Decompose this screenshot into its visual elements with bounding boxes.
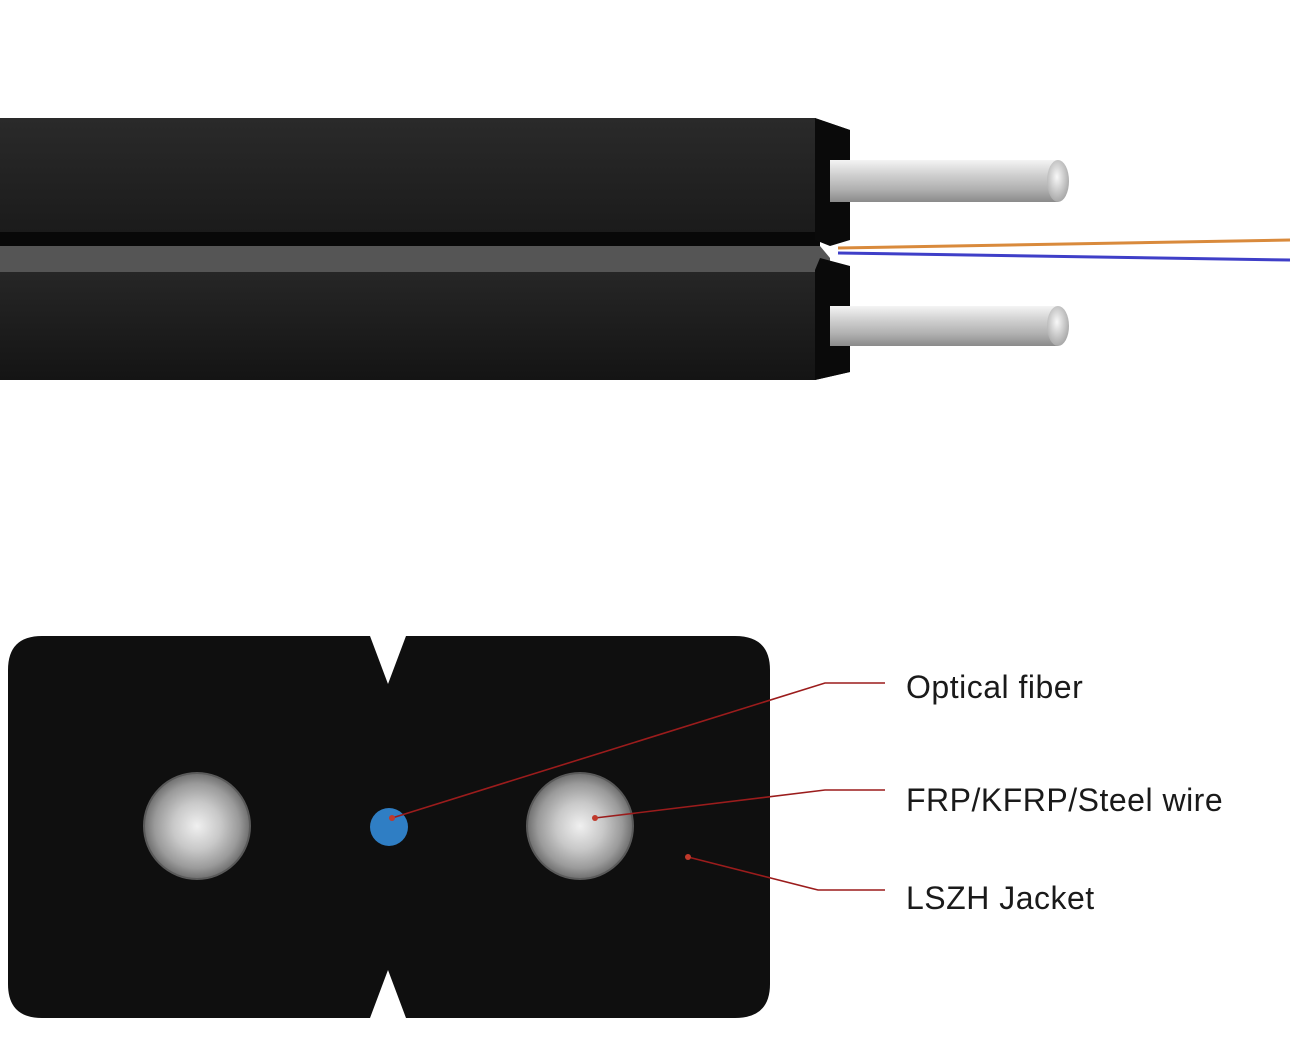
jacket-lower-half <box>0 272 850 380</box>
strength-member-right-rim <box>526 772 634 880</box>
label-strength-member: FRP/KFRP/Steel wire <box>906 782 1223 818</box>
drop-cable-side-icon <box>0 118 1291 380</box>
strength-rod-upper <box>830 160 1058 202</box>
callouts: Optical fiber FRP/KFRP/Steel wire LSZH J… <box>389 669 1223 916</box>
label-jacket: LSZH Jacket <box>906 880 1095 916</box>
drop-cable-section-icon <box>8 636 770 1018</box>
fiber-orange <box>837 238 1291 250</box>
strength-rod-lower <box>830 306 1058 346</box>
callout-line-strength-member <box>594 789 885 819</box>
strength-member-left <box>144 773 250 879</box>
strength-rod-lower-end <box>1047 306 1069 346</box>
callout-line-jacket <box>687 856 885 891</box>
callout-dot-optical-fiber <box>389 815 395 821</box>
callout-line-optical-fiber <box>391 682 885 819</box>
callout-dot-strength-member <box>592 815 598 821</box>
label-optical-fiber: Optical fiber <box>906 669 1083 705</box>
optical-fiber-dot <box>370 808 408 846</box>
strength-rod-upper-end <box>1047 160 1069 202</box>
strength-member-right <box>527 773 633 879</box>
callout-dot-jacket <box>685 854 691 860</box>
jacket-upper-half <box>0 118 850 240</box>
fiber-violet <box>837 251 1291 262</box>
jacket-groove <box>0 232 820 246</box>
strength-member-left-rim <box>143 772 251 880</box>
jacket-highlight-band <box>0 246 830 272</box>
